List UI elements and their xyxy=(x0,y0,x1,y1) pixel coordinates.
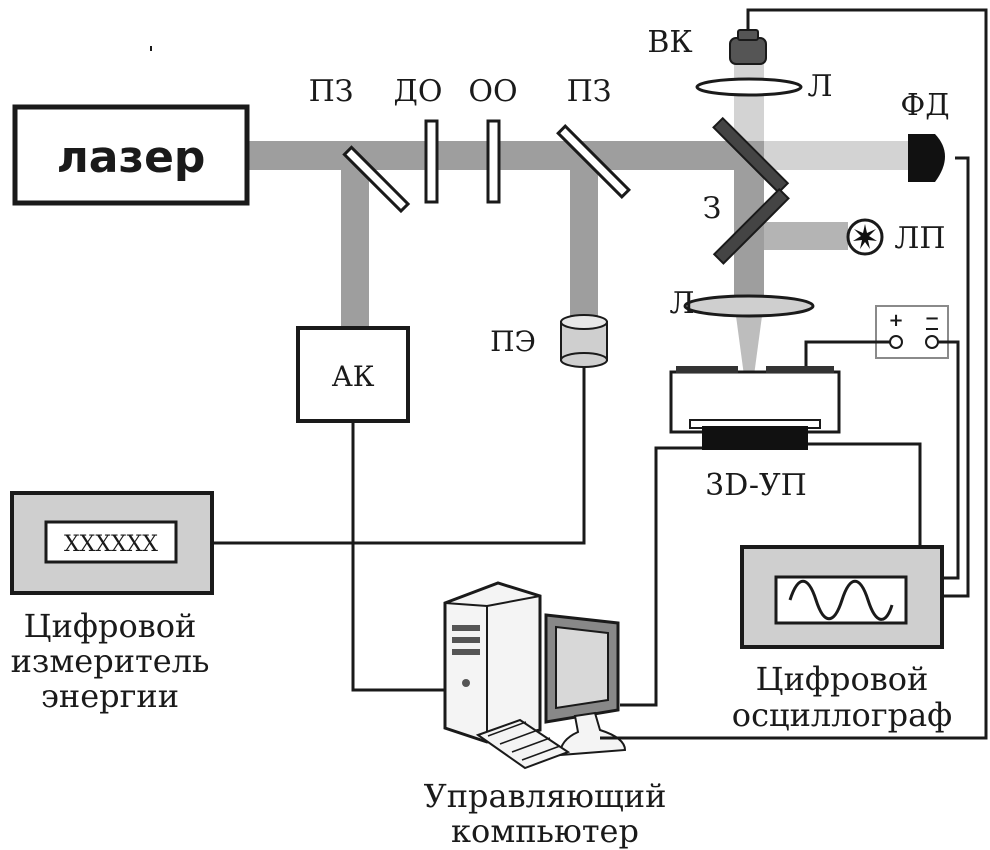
keyboard-row-1 xyxy=(487,721,527,737)
tower-top-edge-2 xyxy=(486,595,541,607)
electrode-left xyxy=(676,366,738,373)
terminal-box xyxy=(875,305,949,359)
laser-box xyxy=(12,104,250,206)
keyboard-row-2 xyxy=(499,729,539,745)
drive-bay-3 xyxy=(452,649,480,655)
terminal-plus-label: + xyxy=(888,310,903,331)
drive-bay-1 xyxy=(452,625,480,631)
beam-splitter-2-label: ПЗ xyxy=(567,74,612,109)
power-button xyxy=(462,679,470,687)
stray-mark xyxy=(150,46,152,51)
diffractive-optics xyxy=(424,119,439,204)
electrode-right xyxy=(766,366,834,373)
oscilloscope-wave xyxy=(788,579,894,621)
oscilloscope-caption-1: Цифровой xyxy=(756,660,929,698)
energy-meter-value: XXXXXX xyxy=(64,532,158,557)
computer xyxy=(443,581,627,770)
wire-terminal-oscilloscope xyxy=(938,340,960,580)
energy-sensor xyxy=(560,314,608,368)
lens-bottom xyxy=(683,294,815,318)
laser-label: лазер xyxy=(57,132,206,183)
keyboard-row-4 xyxy=(521,745,561,761)
beam-splitter-1 xyxy=(342,145,411,214)
attenuator-box xyxy=(296,326,410,423)
beam-splitter-1-label: ПЗ xyxy=(309,74,354,109)
energy-meter-caption-1: Цифровой xyxy=(24,607,197,645)
laser: лазер xyxy=(12,104,250,206)
oscilloscope xyxy=(740,545,944,649)
drive-bay-2 xyxy=(452,637,480,643)
light-source-star xyxy=(853,224,877,249)
beam-splitter-2 xyxy=(556,124,632,200)
terminal-plus xyxy=(889,335,903,349)
wire-computer-stage xyxy=(620,446,702,707)
wire-sensor-meter xyxy=(212,367,586,545)
main-beam xyxy=(246,141,764,170)
main-mirror xyxy=(712,116,790,194)
lens-top-label: Л xyxy=(807,69,832,104)
mirror-z xyxy=(712,187,790,265)
photodiode-label: ФД xyxy=(900,88,949,123)
light-source-beam xyxy=(764,222,848,250)
attenuator-beam xyxy=(341,170,369,328)
light-source xyxy=(846,218,884,256)
wire-stage-oscilloscope xyxy=(808,442,922,547)
computer-tower xyxy=(443,581,542,744)
light-source-label: ЛП xyxy=(894,221,945,256)
energy-meter-display xyxy=(44,520,178,564)
lens-top xyxy=(695,77,803,97)
camera-beam xyxy=(734,64,764,141)
energy-meter-caption-3: энергии xyxy=(41,677,179,715)
wires xyxy=(212,8,988,740)
oscilloscope-caption-2: осциллограф xyxy=(732,696,952,734)
energy-meter: XXXXXX xyxy=(10,491,214,595)
keyboard-row-3 xyxy=(511,737,551,753)
diffractive-optics-label: ДО xyxy=(394,74,443,109)
terminal-minus-label: − xyxy=(924,308,939,329)
optical-element xyxy=(486,119,501,204)
wire-photodiode-oscilloscope xyxy=(942,156,970,598)
mirror-z-label: З xyxy=(703,191,722,226)
sample-cell xyxy=(669,366,841,450)
stage-label: 3D-УП xyxy=(705,468,807,503)
focus-cone xyxy=(736,316,762,398)
tower-top-edge xyxy=(444,602,488,607)
lens-bottom-label: Л xyxy=(669,286,694,321)
video-camera-label: ВК xyxy=(647,25,692,60)
energy-sensor-label: ПЭ xyxy=(490,325,536,358)
wire-computer-right xyxy=(600,8,988,740)
video-camera xyxy=(729,29,767,65)
power-terminals: + − xyxy=(875,305,949,359)
wire-terminal-electrode xyxy=(804,340,890,366)
computer-caption-2: компьютер xyxy=(451,812,639,850)
terminal-minus xyxy=(925,335,939,349)
stage-block xyxy=(702,426,808,450)
attenuator-label: АК xyxy=(332,360,375,393)
keyboard-keys xyxy=(487,721,561,761)
photodiode xyxy=(908,134,945,182)
video-camera-lens xyxy=(737,29,759,41)
optical-element-label: ОО xyxy=(468,74,517,109)
sensor-beam xyxy=(570,170,598,318)
wire-attenuator-computer xyxy=(351,421,446,692)
energy-meter-caption-2: измеритель xyxy=(11,642,210,680)
energy-sensor-bottom xyxy=(560,352,608,368)
photodiode-beam xyxy=(764,141,912,170)
monitor-stand xyxy=(558,711,627,757)
energy-sensor-top xyxy=(560,314,608,330)
video-camera-body xyxy=(729,37,767,65)
monitor-screen xyxy=(555,625,609,710)
computer-caption-1: Управляющий xyxy=(424,777,667,815)
